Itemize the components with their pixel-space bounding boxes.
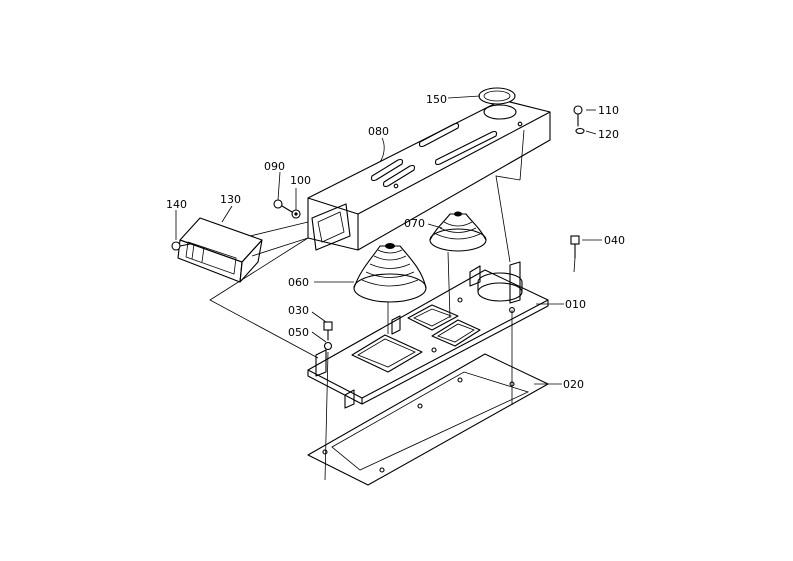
label-120: 120 [598, 128, 619, 141]
leader-lines [175, 95, 602, 385]
label-130: 130 [220, 193, 241, 206]
label-010: 010 [565, 298, 586, 311]
rubber-boot-070 [429, 211, 487, 252]
bolt-030 [323, 321, 333, 341]
lamp-housing-130 [177, 217, 263, 283]
label-080: 080 [368, 125, 389, 138]
label-150: 150 [426, 93, 447, 106]
label-040: 040 [604, 234, 625, 247]
ring-seal-150 [478, 87, 516, 105]
label-110: 110 [598, 104, 619, 117]
bolt-110 [573, 105, 583, 127]
screw-140 [171, 241, 191, 251]
label-030: 030 [288, 304, 309, 317]
label-140: 140 [166, 198, 187, 211]
label-100: 100 [290, 174, 311, 187]
label-060: 060 [288, 276, 309, 289]
washer-050 [323, 341, 333, 351]
bolt-040 [570, 235, 580, 259]
callout-labels: 010 020 030 040 050 060 070 080 090 100 … [166, 93, 625, 391]
rubber-boot-060 [353, 243, 427, 303]
label-050: 050 [288, 326, 309, 339]
bolt-090 [273, 199, 293, 213]
top-cover-080 [307, 99, 551, 251]
washer-120 [575, 127, 585, 135]
assembly-guide-lines [209, 129, 576, 481]
label-070: 070 [404, 217, 425, 230]
base-plate-010 [307, 261, 549, 409]
label-090: 090 [264, 160, 285, 173]
washer-100 [291, 209, 301, 219]
label-020: 020 [563, 378, 584, 391]
